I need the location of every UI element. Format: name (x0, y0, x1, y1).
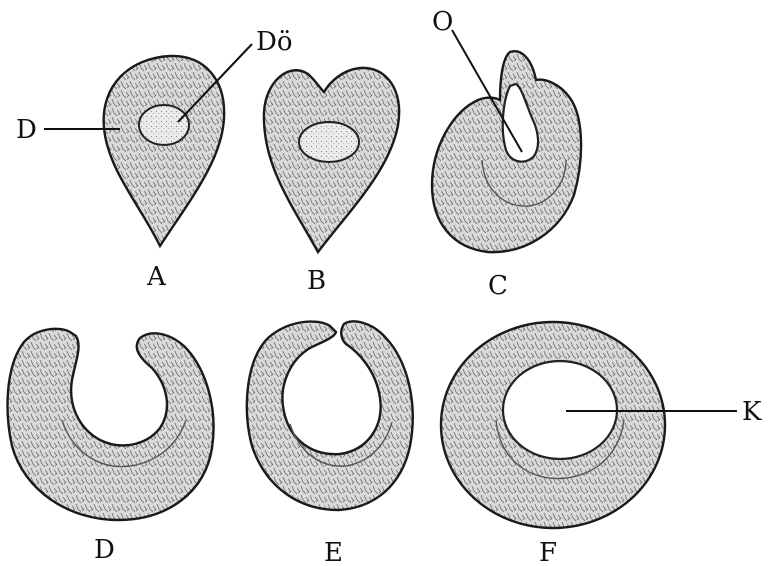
cell-b-nucleus (299, 122, 359, 162)
callout-k: K (742, 397, 762, 427)
callout-o: O (432, 7, 453, 37)
cell-d-body (8, 329, 214, 520)
panel-label-b: B (307, 266, 326, 296)
panel-label-f: F (539, 538, 557, 566)
cell-f (441, 322, 665, 528)
cell-e (247, 321, 413, 510)
panel-label-e: E (324, 538, 343, 566)
callout-do: Dö (256, 27, 293, 57)
cell-a-nucleus (139, 105, 189, 145)
cell-e-body (247, 321, 413, 510)
cell-d (8, 329, 214, 520)
panel-label-c: C (488, 271, 508, 301)
cell-a-body (104, 56, 224, 246)
panel-label-d: D (94, 535, 115, 565)
cell-c (432, 51, 581, 252)
callout-d: D (16, 115, 37, 145)
panel-label-a: A (146, 262, 167, 292)
cell-a (104, 56, 224, 246)
cell-b (264, 68, 399, 252)
